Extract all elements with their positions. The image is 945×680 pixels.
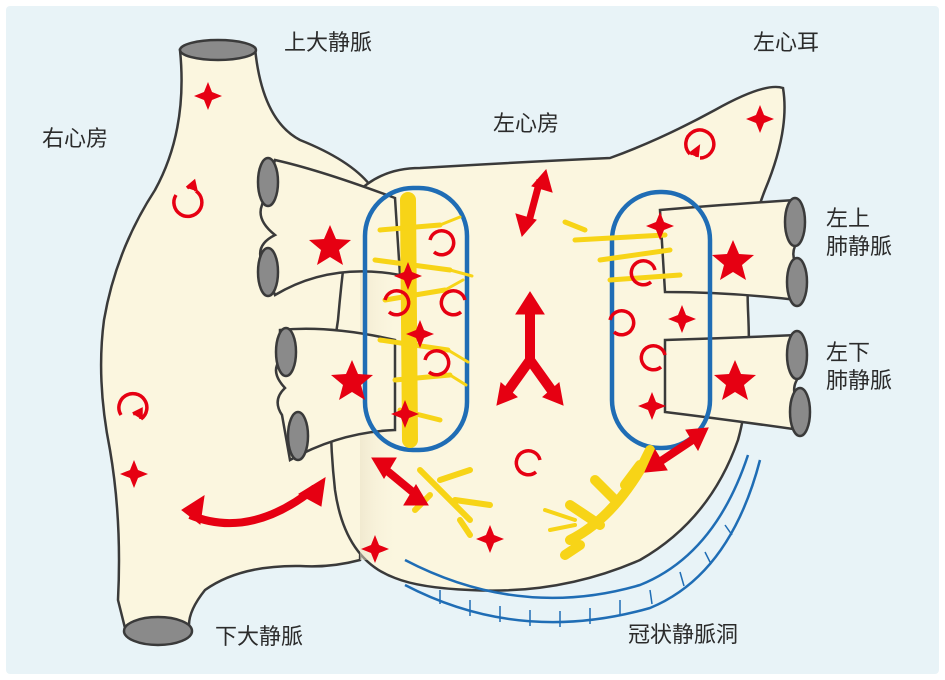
label-left-superior-pv-line2: 肺静脈: [826, 234, 892, 262]
label-coronary-sinus: 冠状静脈洞: [628, 622, 738, 650]
label-left-inferior-pv-line1: 左下: [826, 340, 892, 368]
label-left-inferior-pv: 左下 肺静脈: [826, 340, 892, 395]
label-left-atrium: 左心房: [493, 111, 559, 139]
svc-opening: [180, 40, 256, 60]
label-inferior-vena-cava: 下大静脈: [215, 624, 303, 652]
label-right-atrium: 右心房: [42, 126, 108, 154]
label-left-superior-pv: 左上 肺静脈: [826, 206, 892, 261]
label-left-atrial-appendage: 左心耳: [753, 30, 819, 58]
label-left-superior-pv-line1: 左上: [826, 206, 892, 234]
label-left-inferior-pv-line2: 肺静脈: [826, 368, 892, 396]
ivc-opening: [124, 617, 192, 645]
label-superior-vena-cava: 上大静脈: [284, 30, 372, 58]
